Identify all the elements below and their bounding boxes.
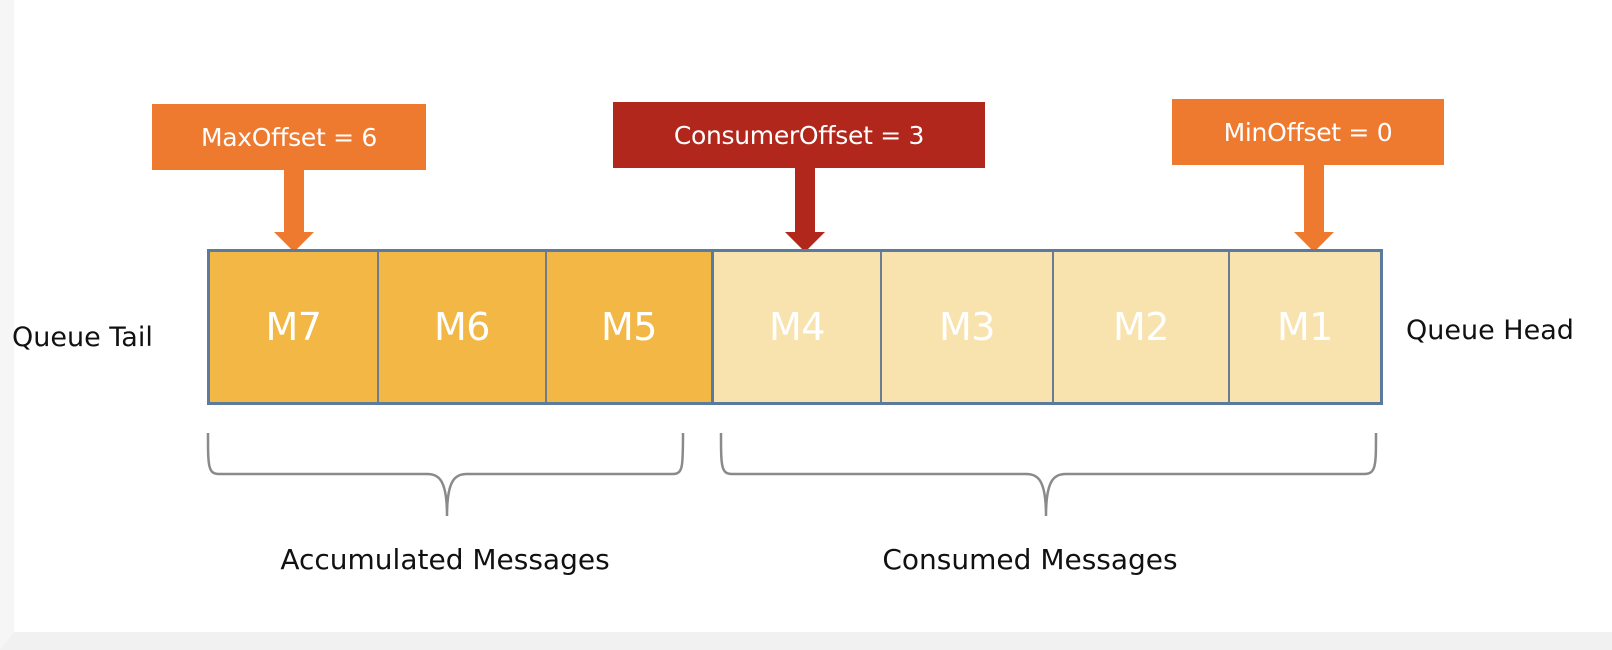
message-queue: M7 M6 M5 M4 M3 M2 M1 [207, 249, 1383, 405]
consumer-offset-arrow-icon [785, 168, 825, 254]
consumed-messages-label: Consumed Messages [882, 543, 1178, 576]
max-offset-text: MaxOffset = 6 [200, 122, 378, 152]
message-cell-m7: M7 [210, 252, 377, 402]
message-cell-m5: M5 [545, 252, 711, 402]
queue-tail-label: Queue Tail [12, 322, 153, 353]
consumer-offset-text: ConsumerOffset = 3 [673, 120, 925, 150]
min-offset-text: MinOffset = 0 [1223, 117, 1393, 147]
message-cell-m4: M4 [711, 252, 880, 402]
accumulated-brace-icon [206, 432, 685, 517]
message-cell-m6: M6 [377, 252, 545, 402]
message-cell-m1: M1 [1228, 252, 1380, 402]
consumed-brace-icon [719, 432, 1378, 517]
max-offset-arrow-icon [274, 170, 314, 254]
accumulated-messages-label: Accumulated Messages [280, 543, 610, 576]
message-cell-m2: M2 [1052, 252, 1228, 402]
min-offset-label: MinOffset = 0 [1172, 99, 1444, 165]
max-offset-label: MaxOffset = 6 [152, 104, 426, 170]
min-offset-arrow-icon [1294, 165, 1334, 254]
queue-head-label: Queue Head [1406, 315, 1574, 346]
message-cell-m3: M3 [880, 252, 1052, 402]
consumer-offset-label: ConsumerOffset = 3 [613, 102, 985, 168]
